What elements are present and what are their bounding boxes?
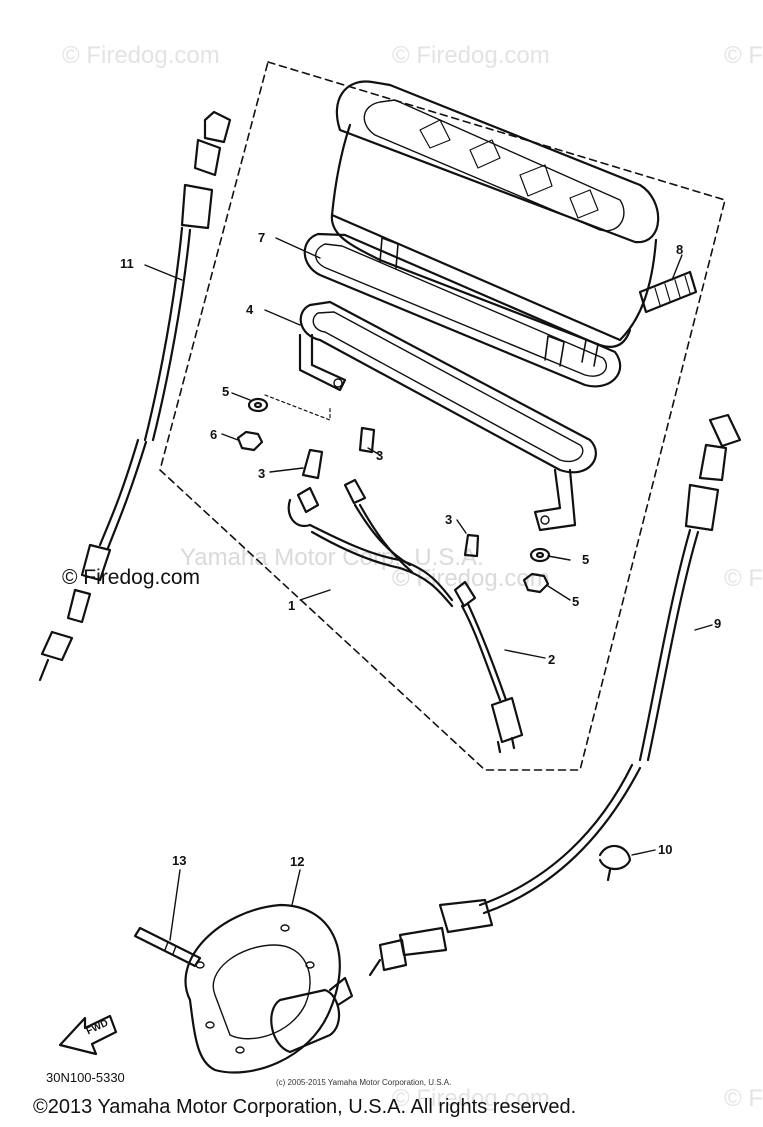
- leader-dash-left: [264, 394, 331, 421]
- drive-pin-part-13: [133, 926, 202, 968]
- watermark-firedog-top-left: © Firedog.com: [62, 42, 220, 69]
- meter-housing-part-8: [330, 80, 660, 367]
- callout-7: 7: [258, 230, 266, 245]
- small-copyright: (c) 2005-2015 Yamaha Motor Corporation, …: [276, 1078, 452, 1087]
- nut-part-5-right: [522, 572, 550, 594]
- footer-copyright: ©2013 Yamaha Motor Corporation, U.S.A. A…: [33, 1096, 577, 1118]
- callout-3-left: 3: [258, 466, 266, 481]
- callout-12: 12: [290, 854, 305, 869]
- callout-6: 6: [210, 427, 218, 442]
- drive-gear-unit-part-12: [184, 903, 354, 1074]
- forward-arrow-icon: [58, 1014, 118, 1056]
- watermark-firedog-bottom-right: © F: [724, 1085, 763, 1112]
- diagram-code: 30N100-5330: [46, 1070, 125, 1085]
- callout-5-right-upper: 5: [582, 552, 590, 567]
- watermark-firedog-mid-right: © F: [724, 565, 763, 592]
- callout-5-right-lower: 5: [572, 594, 580, 609]
- callout-3-mid: 3: [376, 448, 384, 463]
- trip-knob-part-8: [638, 270, 698, 314]
- wire-harness-part-2: [287, 478, 524, 754]
- callout-3-right: 3: [445, 512, 453, 527]
- callout-8: 8: [676, 242, 684, 257]
- callout-4: 4: [246, 302, 254, 317]
- cable-clamp-part-10: [598, 844, 632, 882]
- leader-lines: [144, 237, 713, 941]
- bulb-part-3-a: [301, 448, 324, 480]
- watermark-yamaha: Yamaha Motor Corp., U.S.A.: [180, 544, 484, 571]
- assembly-boundary-dashed: [159, 61, 726, 771]
- callout-13: 13: [172, 853, 187, 868]
- nut-part-6: [236, 430, 264, 452]
- watermark-firedog-mid-left: © Firedog.com: [62, 566, 201, 589]
- tachometer-cable-part-9: [368, 413, 742, 977]
- speedometer-cable-part-11: [38, 110, 232, 682]
- watermark-firedog-mid-center: © Firedog.com: [392, 565, 550, 592]
- callout-1: 1: [288, 598, 296, 613]
- washer-part-5-left: [247, 397, 269, 413]
- washer-part-5-right: [529, 547, 551, 563]
- callout-2: 2: [548, 652, 556, 667]
- watermark-firedog-top-right: © F: [724, 42, 763, 69]
- callout-10: 10: [658, 842, 673, 857]
- callout-5-left: 5: [222, 384, 230, 399]
- bracket-part-4: [298, 300, 597, 532]
- watermark-firedog-bottom-mid: © Firedog.com: [392, 1085, 550, 1112]
- callout-11: 11: [120, 256, 134, 271]
- watermark-firedog-top-mid: © Firedog.com: [392, 42, 550, 69]
- bulb-part-3-b: [358, 426, 376, 454]
- callout-9: 9: [714, 616, 722, 631]
- gasket-part-7: [303, 232, 622, 388]
- bulb-part-3-c: [463, 533, 480, 558]
